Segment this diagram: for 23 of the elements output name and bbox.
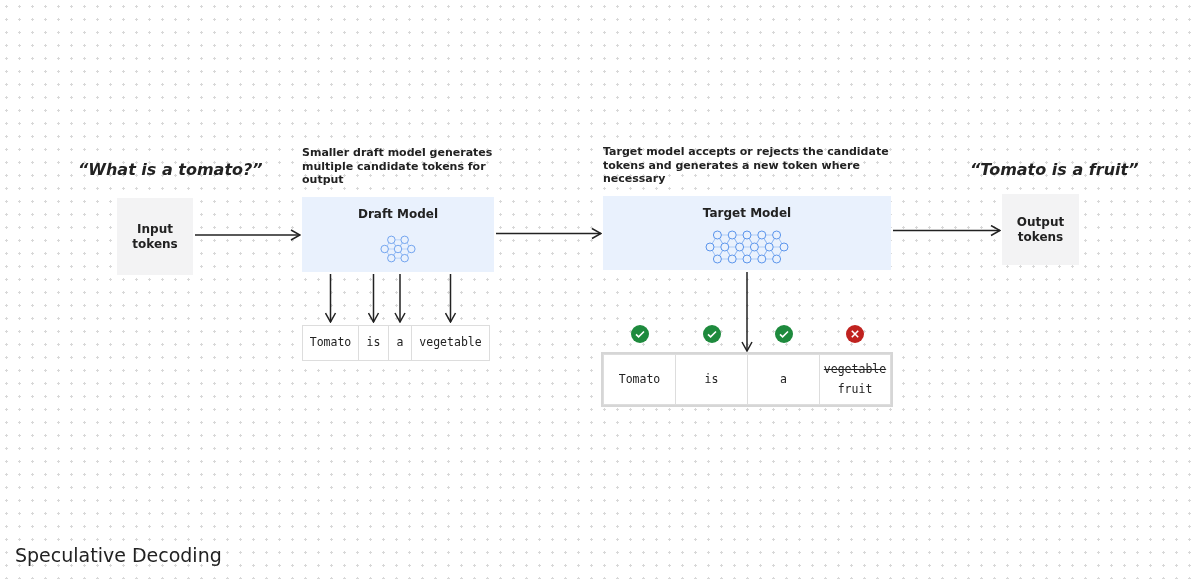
model-title: Draft Model bbox=[356, 207, 440, 221]
token-cell: is bbox=[358, 325, 389, 361]
arrow bbox=[444, 273, 457, 323]
description-text: Target model accepts or rejects the candidate tokens and generates a new token where necessary bbox=[603, 144, 890, 186]
token-cell: vegetable bbox=[411, 325, 490, 361]
arrow bbox=[194, 229, 301, 241]
arrow bbox=[741, 271, 753, 352]
arrow bbox=[892, 224, 1001, 237]
description-text: Smaller draft model generates multiple candidate tokens for output bbox=[302, 145, 494, 187]
process-box: Output tokens bbox=[1002, 194, 1079, 265]
token-cell: Tomato bbox=[302, 325, 359, 361]
arrow bbox=[367, 273, 380, 323]
arrow bbox=[394, 273, 406, 323]
quote-text: “What is a tomato?” bbox=[78, 160, 263, 179]
token-cell: a bbox=[388, 325, 412, 361]
arrow bbox=[324, 273, 337, 323]
quote-text: “Tomato is a fruit” bbox=[970, 160, 1139, 179]
arrow bbox=[495, 227, 602, 240]
model-title: Target Model bbox=[701, 206, 793, 220]
diagram-title: Speculative Decoding bbox=[15, 544, 222, 566]
token-text: fruit bbox=[837, 380, 873, 398]
process-box: Input tokens bbox=[117, 198, 193, 275]
struck-token: vegetable bbox=[823, 360, 887, 378]
